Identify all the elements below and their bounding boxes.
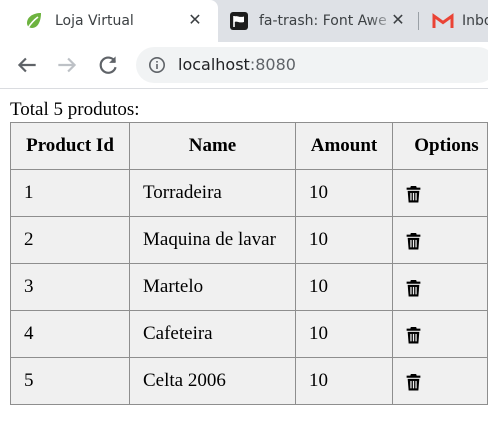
cell-name: Martelo — [129, 263, 296, 311]
reload-icon[interactable] — [95, 52, 121, 78]
tab-inbox[interactable]: Inbo — [418, 0, 488, 42]
table-header-row: Product Id Name Amount Options — [10, 122, 488, 170]
forward-arrow-icon[interactable] — [54, 52, 80, 78]
cell-product-id: 5 — [10, 357, 130, 405]
tab-title-fade — [368, 10, 398, 32]
cell-options — [392, 310, 488, 358]
url-port: :8080 — [249, 55, 296, 74]
cell-name: Torradeira — [129, 169, 296, 217]
cell-amount: 10 — [295, 263, 393, 311]
tab-fa-trash[interactable]: fa-trash: Font Awe ✕ — [218, 0, 418, 42]
cell-amount: 10 — [295, 169, 393, 217]
trash-icon[interactable] — [406, 185, 421, 203]
tab-title: Loja Virtual — [55, 13, 134, 29]
column-header-amount: Amount — [295, 122, 393, 170]
font-awesome-flag-icon — [230, 12, 248, 30]
cell-amount: 10 — [295, 357, 393, 405]
tab-strip: Loja Virtual ✕ fa-trash: Font Awe ✕ Inbo — [0, 0, 488, 42]
column-header-product-id: Product Id — [10, 122, 130, 170]
url-text: localhost:8080 — [178, 56, 296, 74]
cell-name: Celta 2006 — [129, 357, 296, 405]
trash-icon[interactable] — [406, 279, 421, 297]
total-products-label: Total 5 produtos: — [10, 99, 140, 120]
gmail-icon — [432, 13, 454, 28]
table-row: 1 Torradeira 10 — [10, 169, 488, 217]
column-header-name: Name — [129, 122, 296, 170]
cell-amount: 10 — [295, 216, 393, 264]
cell-options — [392, 263, 488, 311]
info-icon[interactable] — [148, 56, 166, 74]
cell-product-id: 4 — [10, 310, 130, 358]
toolbar: localhost:8080 — [0, 42, 488, 88]
cell-options — [392, 216, 488, 264]
tab-title: Inbo — [462, 13, 488, 29]
browser-chrome: Loja Virtual ✕ fa-trash: Font Awe ✕ Inbo — [0, 0, 488, 89]
page-content: Total 5 produtos: Product Id Name Amount… — [0, 89, 488, 431]
address-bar[interactable]: localhost:8080 — [136, 47, 488, 83]
trash-icon[interactable] — [406, 373, 421, 391]
close-icon[interactable]: ✕ — [188, 10, 202, 29]
cell-options — [392, 169, 488, 217]
tab-loja-virtual[interactable]: Loja Virtual ✕ — [0, 0, 218, 42]
cell-name: Maquina de lavar — [129, 216, 296, 264]
cell-product-id: 2 — [10, 216, 130, 264]
close-icon[interactable]: ✕ — [391, 10, 405, 29]
table-row: 2 Maquina de lavar 10 — [10, 216, 488, 264]
tab-title: fa-trash: Font Awe — [259, 13, 387, 29]
cell-product-id: 1 — [10, 169, 130, 217]
products-table: Product Id Name Amount Options 1 Torrade… — [10, 122, 488, 405]
trash-icon[interactable] — [406, 232, 421, 250]
table-row: 4 Cafeteira 10 — [10, 310, 488, 358]
column-header-options: Options — [392, 122, 488, 170]
url-host: localhost — [178, 55, 250, 74]
toolbar-divider — [0, 88, 488, 89]
cell-options — [392, 357, 488, 405]
cell-amount: 10 — [295, 310, 393, 358]
tab-separator — [418, 12, 419, 30]
trash-icon[interactable] — [406, 326, 421, 344]
table-row: 5 Celta 2006 10 — [10, 357, 488, 405]
table-row: 3 Martelo 10 — [10, 263, 488, 311]
cell-product-id: 3 — [10, 263, 130, 311]
cell-name: Cafeteira — [129, 310, 296, 358]
back-arrow-icon[interactable] — [14, 52, 40, 78]
spring-leaf-icon — [27, 13, 41, 29]
